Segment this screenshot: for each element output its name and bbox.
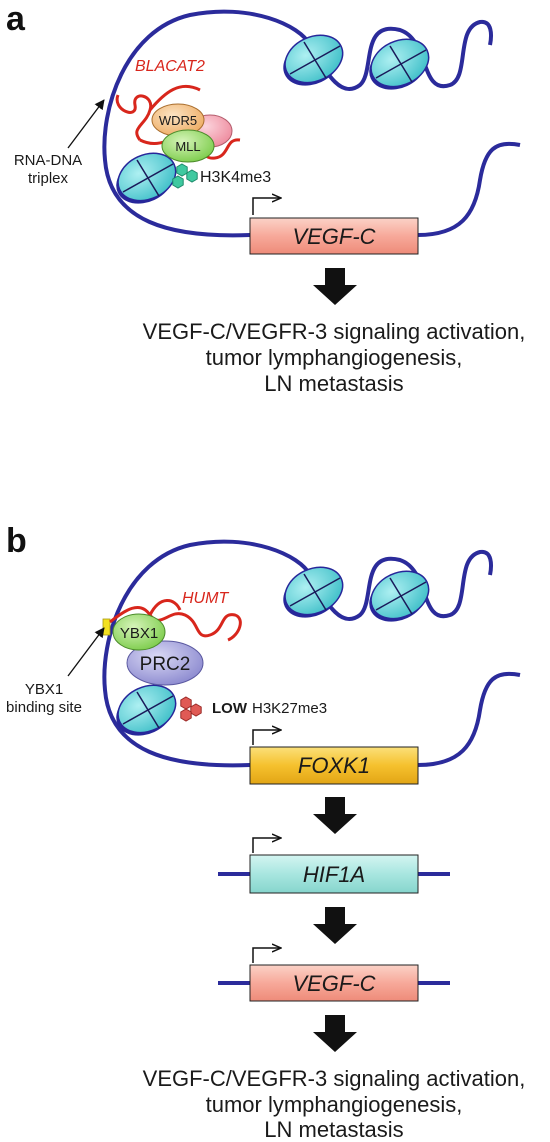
binding-site-arrow [67, 627, 105, 677]
gene-box-foxk1 [249, 746, 419, 785]
histone-mark-icon [180, 696, 202, 722]
outcome-line-3: LN metastasis [264, 1117, 403, 1142]
mark-name: H3K27me3 [252, 700, 327, 717]
outcome-line-2: tumor lymphangiogenesis, [206, 345, 463, 370]
prc2-label: PRC2 [140, 654, 191, 675]
gene-box-vegfc [249, 964, 419, 1002]
down-arrow-icon [313, 1015, 357, 1052]
wdr5-label: WDR5 [159, 113, 197, 128]
ybx1-label: YBX1 [120, 625, 158, 642]
triplex-arrow [67, 99, 105, 149]
mll-protein [161, 129, 215, 163]
mark-prefix: LOW [212, 700, 248, 717]
lncrna-label: HUMT [182, 590, 229, 607]
panel-b-label: b [6, 522, 27, 560]
outcome-line-2: tumor lymphangiogenesis, [206, 1092, 463, 1117]
gene-box-vegfc [249, 217, 419, 255]
gene-label-hif1a: HIF1A [303, 862, 365, 887]
site-label-2: binding site [6, 699, 82, 716]
promoter-arrow-icon [252, 838, 280, 853]
dna-strand-b [102, 539, 493, 768]
down-arrow-icon [313, 797, 357, 834]
promoter-arrow-icon [252, 948, 280, 963]
outcome-line-1: VEGF-C/VEGFR-3 signaling activation, [143, 1066, 526, 1091]
lncrna-humt [109, 599, 242, 642]
ybx1-protein [112, 613, 166, 651]
panel-a-label: a [6, 0, 26, 38]
gene-box-hif1a [249, 854, 419, 894]
triplex-label-2: triplex [28, 170, 69, 187]
site-label-1: YBX1 [25, 681, 63, 698]
mll-label: MLL [175, 139, 200, 154]
gene-label-foxk1: FOXK1 [298, 753, 370, 778]
lncrna-label: BLACAT2 [135, 58, 205, 75]
gene-label: VEGF-C [292, 224, 375, 249]
promoter-arrow-icon [252, 198, 280, 215]
triplex-label-1: RNA-DNA [14, 152, 82, 169]
mark-label: H3K4me3 [200, 169, 271, 186]
down-arrow-icon [313, 907, 357, 944]
outcome-line-1: VEGF-C/VEGFR-3 signaling activation, [143, 319, 526, 344]
promoter-arrow-icon [252, 730, 280, 745]
outcome-line-3: LN metastasis [264, 371, 403, 396]
nucleosome-icon [107, 675, 185, 746]
dna-strand-a [102, 9, 493, 238]
down-arrow-icon [313, 268, 357, 305]
panel-a: a BLACAT2 WDR5 MLL H3K4me3 RNA-DNA tripl… [6, 0, 525, 396]
histone-mark-icon [172, 163, 198, 189]
binding-site [102, 618, 111, 636]
gene-label-vegfc: VEGF-C [292, 971, 375, 996]
prc2-protein [126, 640, 204, 686]
